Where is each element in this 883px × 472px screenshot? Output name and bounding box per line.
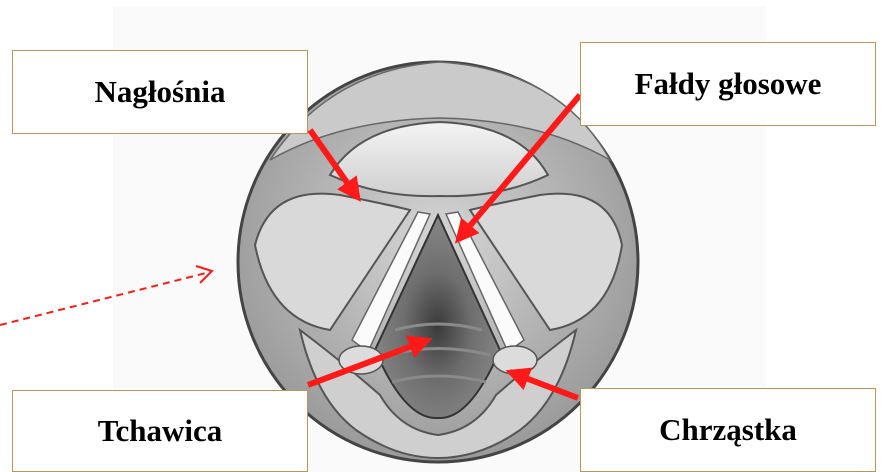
label-vocal-folds: Fałdy głosowe	[580, 42, 876, 126]
label-trachea: Tchawica	[12, 390, 308, 472]
label-cartilage: Chrząstka	[580, 388, 876, 472]
dashed-pointer	[0, 266, 212, 325]
label-epiglottis: Nagłośnia	[12, 50, 308, 134]
